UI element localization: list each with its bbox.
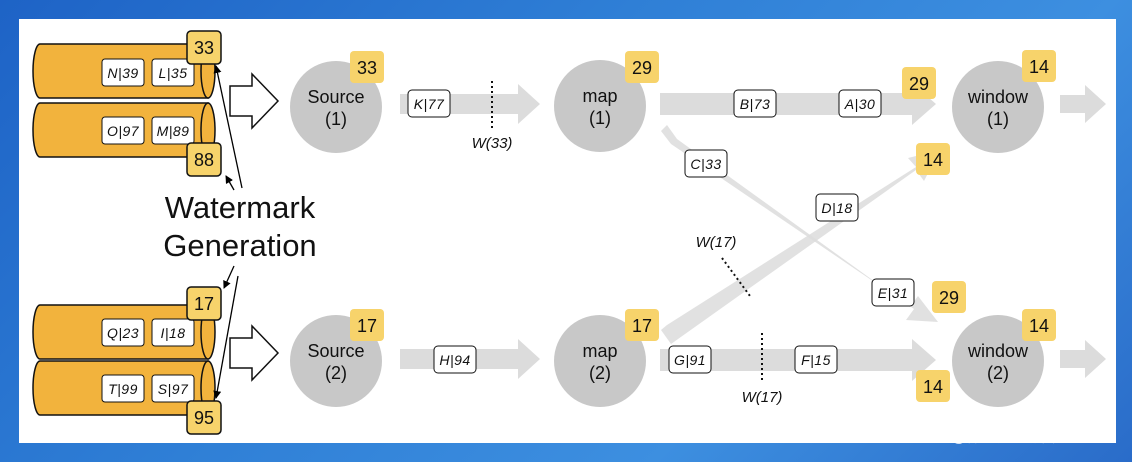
node-index: (1) <box>325 109 347 129</box>
node-name: Source <box>307 87 364 107</box>
annotation-line-2: Generation <box>163 228 316 263</box>
annotation-pointers <box>213 65 243 399</box>
node-badge: 29 <box>932 281 966 313</box>
record: I|18 <box>151 318 195 347</box>
node-badge: 14 <box>1022 50 1056 82</box>
record-label: G|91 <box>674 352 706 368</box>
arrow-map1-to-window1 <box>660 83 936 125</box>
record-label: B|73 <box>740 96 771 112</box>
record-label: K|77 <box>414 96 445 112</box>
stream-record: E|31 <box>871 278 915 307</box>
node-badge: 29 <box>902 67 936 99</box>
node-source1: Source (1) <box>290 61 382 153</box>
node-badge: 33 <box>350 51 384 83</box>
badge-value: 29 <box>939 288 959 308</box>
node-window1: window (1) <box>952 61 1044 153</box>
node-name: window <box>967 341 1029 361</box>
badge-value: 17 <box>194 294 214 314</box>
record-label: Q|23 <box>107 325 139 341</box>
stream-record: F|15 <box>794 345 838 374</box>
record-label: A|30 <box>844 96 876 112</box>
record-label: E|31 <box>878 285 909 301</box>
stream-record: G|91 <box>668 345 712 374</box>
node-badge: 17 <box>350 309 384 341</box>
stream-record: A|30 <box>838 89 882 118</box>
record-label: S|97 <box>158 381 189 397</box>
partition-badge: 95 <box>186 400 222 435</box>
node-index: (2) <box>589 363 611 383</box>
badge-value: 88 <box>194 150 214 170</box>
annotation-line-1: Watermark <box>165 190 316 225</box>
watermark-marker: W(33) <box>472 81 513 152</box>
badge-value: 29 <box>632 58 652 78</box>
record-label: D|18 <box>821 200 852 216</box>
node-name: map <box>582 341 617 361</box>
node-badge: 14 <box>1022 309 1056 341</box>
node-name: Source <box>307 341 364 361</box>
partition-badge: 33 <box>186 30 222 65</box>
ingest-arrow-1 <box>229 72 280 130</box>
stream-record: K|77 <box>407 89 451 118</box>
credit-text: @稀土掘金技术社区 <box>952 429 1078 445</box>
record-label: I|18 <box>160 325 185 341</box>
record: T|99 <box>101 374 145 403</box>
node-name: window <box>967 87 1029 107</box>
record: O|97 <box>101 116 145 145</box>
badge-value: 14 <box>1029 316 1049 336</box>
record: S|97 <box>151 374 195 403</box>
node-badge: 14 <box>916 370 950 402</box>
watermark-marker: W(17) <box>696 234 751 297</box>
record: Q|23 <box>101 318 145 347</box>
record-label: H|94 <box>439 352 470 368</box>
node-window2: window (2) <box>952 315 1044 407</box>
stream-record: C|33 <box>684 149 728 178</box>
ingest-arrow-2 <box>229 324 280 382</box>
node-index: (2) <box>987 363 1009 383</box>
arrow-window2-out <box>1060 340 1106 378</box>
arrow-window1-out <box>1060 85 1106 123</box>
record-label: O|97 <box>107 123 140 139</box>
badge-value: 17 <box>357 316 377 336</box>
node-badge: 29 <box>625 51 659 83</box>
node-name: map <box>582 86 617 106</box>
badge-value: 17 <box>632 316 652 336</box>
node-index: (1) <box>987 109 1009 129</box>
watermark-marker: W(17) <box>742 333 783 406</box>
badge-value: 14 <box>923 150 943 170</box>
arrow-map2-to-window1 <box>661 150 940 344</box>
record-label: L|35 <box>159 65 188 81</box>
badge-value: 14 <box>1029 57 1049 77</box>
watermark-label: W(17) <box>742 389 783 406</box>
record: M|89 <box>151 116 195 145</box>
watermark-label: W(33) <box>472 135 513 152</box>
badge-value: 95 <box>194 408 214 428</box>
stream-record: B|73 <box>733 89 777 118</box>
partition-badge: 17 <box>186 286 222 321</box>
stream-record: D|18 <box>815 193 859 222</box>
stream-record: H|94 <box>433 345 477 374</box>
badge-value: 33 <box>194 38 214 58</box>
record-label: T|99 <box>108 381 138 397</box>
badge-value: 29 <box>909 74 929 94</box>
partition-badge: 88 <box>186 142 222 177</box>
node-map2: map (2) <box>554 315 646 407</box>
node-badge: 14 <box>916 143 950 175</box>
node-badge: 17 <box>625 309 659 341</box>
badge-value: 33 <box>357 58 377 78</box>
node-index: (1) <box>589 108 611 128</box>
record-label: N|39 <box>107 65 138 81</box>
watermark-label: W(17) <box>696 234 737 251</box>
node-map1: map (1) <box>554 60 646 152</box>
record-label: M|89 <box>157 123 190 139</box>
record: N|39 <box>101 58 145 87</box>
badge-value: 14 <box>923 377 943 397</box>
node-index: (2) <box>325 363 347 383</box>
record-label: C|33 <box>690 156 721 172</box>
record: L|35 <box>151 58 195 87</box>
record-label: F|15 <box>801 352 831 368</box>
